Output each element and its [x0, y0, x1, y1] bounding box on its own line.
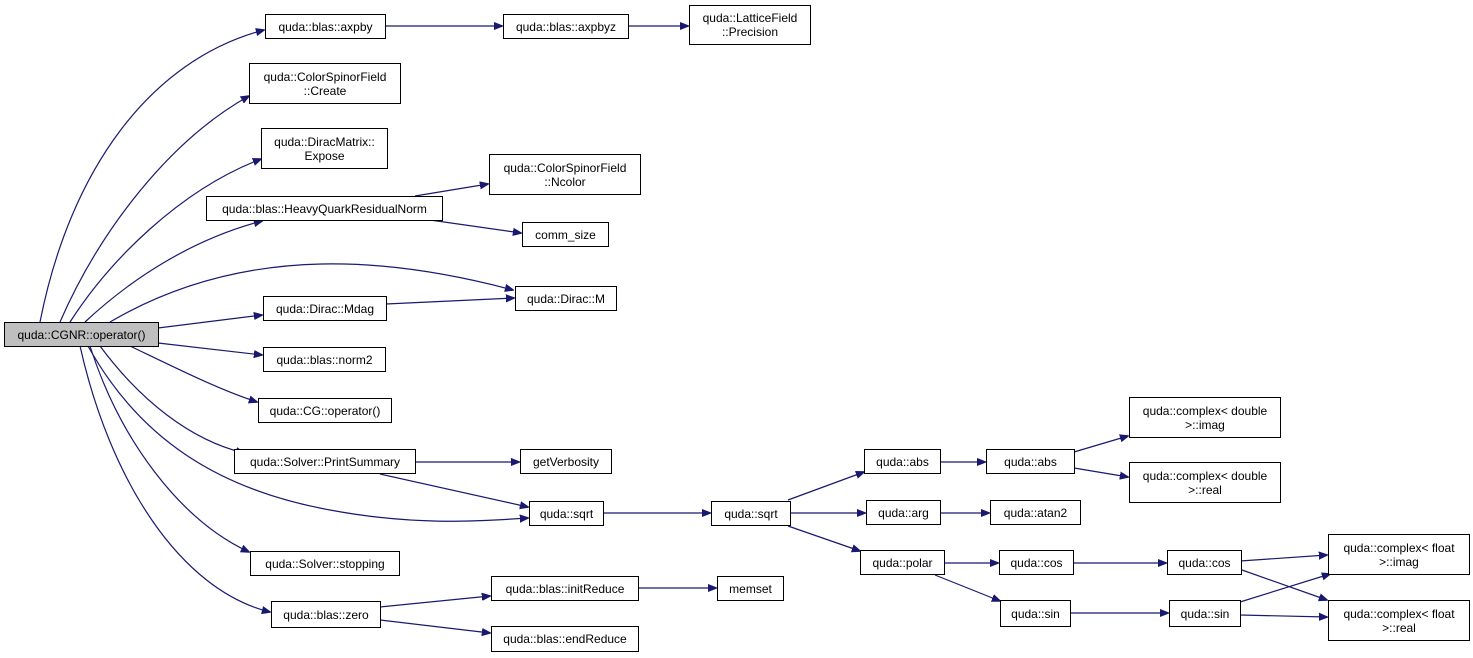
edge-cgnr-dirac-m	[109, 263, 513, 323]
node-complex-float-real[interactable]: quda::complex< float >::real	[1328, 600, 1470, 641]
node-cos-2[interactable]: quda::cos	[1167, 550, 1242, 575]
edge-sqrt2-polar	[787, 525, 860, 551]
node-blas-endreduce[interactable]: quda::blas::endReduce	[491, 626, 639, 652]
node-colorspinorfield-ncolor[interactable]: quda::ColorSpinorField ::Ncolor	[489, 154, 641, 195]
node-polar[interactable]: quda::polar	[860, 550, 945, 575]
node-cg-operator[interactable]: quda::CG::operator()	[258, 398, 392, 423]
edge-hq-ncolor	[414, 184, 488, 197]
node-blas-norm2[interactable]: quda::blas::norm2	[263, 347, 386, 372]
edge-cos2-cf-imag	[1239, 555, 1327, 562]
node-colorspinorfield-create[interactable]: quda::ColorSpinorField ::Create	[249, 63, 401, 104]
node-latticefield-precision[interactable]: quda::LatticeField ::Precision	[689, 5, 811, 45]
node-dirac-mdag[interactable]: quda::Dirac::Mdag	[263, 296, 387, 321]
node-sin-1[interactable]: quda::sin	[1000, 600, 1071, 627]
edge-cgnr-csf-create	[59, 96, 249, 323]
node-cos-1[interactable]: quda::cos	[999, 550, 1074, 575]
node-abs-2[interactable]: quda::abs	[986, 449, 1075, 474]
edge-sin2-cf-imag	[1239, 574, 1330, 603]
edge-summary-sqrt1	[379, 473, 528, 507]
edge-cgnr-hq-residual	[84, 221, 262, 323]
node-arg[interactable]: quda::arg	[866, 500, 941, 525]
edge-zero-init-reduce	[379, 596, 490, 608]
node-solver-stopping[interactable]: quda::Solver::stopping	[250, 551, 400, 576]
edge-cgnr-print-summary	[99, 345, 244, 453]
edge-cgnr-sqrt1	[87, 345, 528, 521]
node-sqrt-2[interactable]: quda::sqrt	[711, 501, 791, 526]
edge-sqrt2-abs1	[787, 472, 864, 501]
node-heavyquark-residualnorm[interactable]: quda::blas::HeavyQuarkResidualNorm	[206, 196, 443, 221]
node-getverbosity[interactable]: getVerbosity	[520, 449, 612, 474]
edge-hq-comm-size	[429, 219, 521, 233]
edge-cgnr-cg-op	[129, 345, 257, 402]
node-diracmatrix-expose[interactable]: quda::DiracMatrix:: Expose	[261, 128, 388, 169]
edge-abs2-cd-imag	[1073, 436, 1128, 453]
node-blas-zero[interactable]: quda::blas::zero	[271, 601, 381, 628]
node-blas-initreduce[interactable]: quda::blas::initReduce	[491, 576, 639, 601]
edge-cgnr-dirac-expose	[69, 159, 261, 323]
node-cgnr-operator: quda::CGNR::operator()	[4, 322, 159, 347]
edge-sin2-cf-real	[1239, 615, 1327, 617]
node-atan2[interactable]: quda::atan2	[990, 500, 1081, 525]
node-complex-float-imag[interactable]: quda::complex< float >::imag	[1328, 534, 1470, 575]
edge-cgnr-stopping	[89, 345, 249, 552]
edge-cgnr-blas-zero	[79, 345, 270, 612]
edge-mdag-dirac-m	[385, 298, 514, 305]
node-blas-axpbyz[interactable]: quda::blas::axpbyz	[503, 14, 629, 39]
node-memset[interactable]: memset	[717, 576, 784, 601]
node-solver-printsummary[interactable]: quda::Solver::PrintSummary	[234, 449, 416, 474]
edge-cos2-cf-real	[1241, 569, 1327, 600]
node-comm-size[interactable]: comm_size	[522, 222, 609, 247]
edge-cgnr-axpby	[39, 30, 264, 323]
node-dirac-m[interactable]: quda::Dirac::M	[515, 286, 617, 311]
edge-cgnr-dirac-mdag	[157, 315, 262, 329]
node-complex-double-real[interactable]: quda::complex< double >::real	[1129, 462, 1281, 503]
edge-polar-sin1	[934, 574, 1000, 601]
node-sqrt-1[interactable]: quda::sqrt	[529, 501, 604, 526]
edge-zero-end-reduce	[379, 619, 490, 633]
node-complex-double-imag[interactable]: quda::complex< double >::imag	[1129, 397, 1281, 438]
node-blas-axpby[interactable]: quda::blas::axpby	[265, 14, 386, 39]
edge-abs2-cd-real	[1073, 467, 1128, 477]
edge-cgnr-norm2	[157, 342, 262, 355]
node-sin-2[interactable]: quda::sin	[1169, 600, 1241, 627]
node-abs-1[interactable]: quda::abs	[864, 449, 941, 474]
